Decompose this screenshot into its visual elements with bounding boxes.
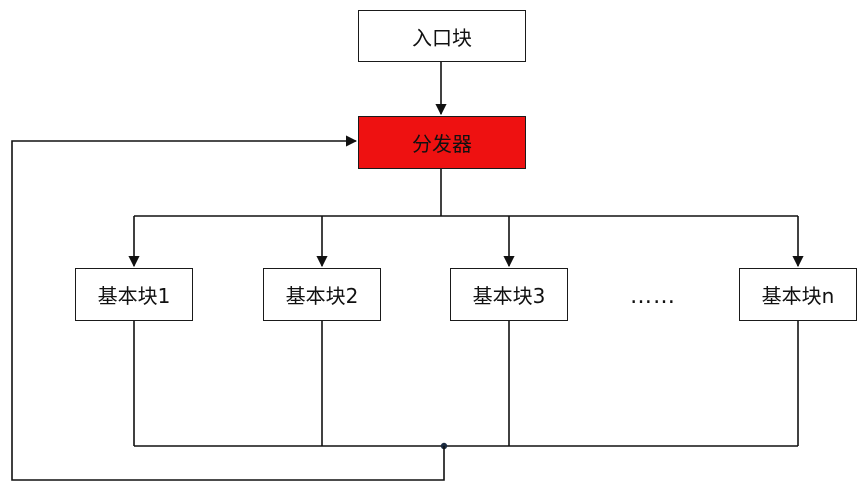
basic-block-3: 基本块3 <box>450 268 568 321</box>
basic-block-2-label: 基本块2 <box>285 284 359 308</box>
entry-block-label: 入口块 <box>412 25 472 50</box>
entry-block: 入口块 <box>358 10 526 62</box>
basic-block-n: 基本块n <box>739 268 857 321</box>
basic-block-1-label: 基本块1 <box>97 284 171 308</box>
loop-back-arrow <box>11 135 445 481</box>
basic-block-n-label: 基本块n <box>761 284 835 308</box>
dispatcher-block: 分发器 <box>358 116 526 169</box>
ellipsis: …… <box>630 284 676 309</box>
basic-block-1: 基本块1 <box>75 268 193 321</box>
basic-block-2: 基本块2 <box>263 268 381 321</box>
dispatcher-label: 分发器 <box>412 132 472 156</box>
basic-block-3-label: 基本块3 <box>472 284 546 308</box>
